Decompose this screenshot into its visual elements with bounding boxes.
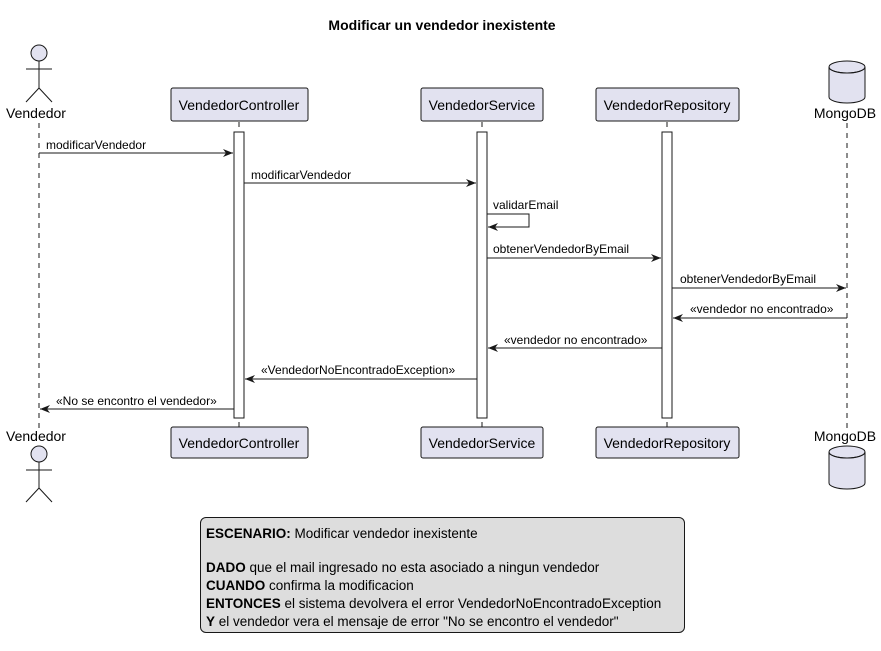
actor-vendedor-top: Vendedor	[6, 44, 66, 121]
messages	[39, 149, 847, 413]
participants-bottom: Vendedor VendedorController VendedorServ…	[6, 426, 876, 503]
note-then-line: ENTONCES el sistema devolvera el error V…	[206, 595, 679, 613]
database-mongodb-bottom: MongoDB	[814, 428, 876, 490]
message-label: «VendedorNoEncontradoException»	[261, 363, 455, 377]
note-scenario-line: ESCENARIO: Modificar vendedor inexistent…	[206, 525, 679, 543]
participant-label: VendedorRepository	[604, 97, 731, 113]
participant-controller-top: VendedorController	[170, 87, 309, 122]
note-text: el sistema devolvera el error VendedorNo…	[280, 596, 662, 611]
participant-service-top: VendedorService	[420, 87, 544, 122]
message-label: modificarVendedor	[46, 138, 146, 152]
message-labels: modificarVendedor modificarVendedor vali…	[46, 138, 834, 408]
message-label: validarEmail	[493, 198, 558, 212]
participant-label: VendedorService	[429, 97, 536, 113]
activation-controller	[233, 131, 245, 419]
note-and-line: Y el vendedor vera el mensaje de error "…	[206, 613, 679, 631]
participant-label: Vendedor	[6, 105, 66, 121]
note-key: ENTONCES	[206, 596, 281, 611]
actor-icon	[30, 44, 48, 62]
message-label: obtenerVendedorByEmail	[493, 242, 629, 256]
activations	[233, 131, 673, 419]
note-key: CUANDO	[206, 578, 266, 593]
database-icon-label: MongoDB	[814, 105, 876, 121]
note-text: confirma la modificacion	[265, 578, 414, 593]
participant-label: VendedorController	[179, 97, 300, 113]
actor-vendedor-bottom: Vendedor	[6, 428, 66, 503]
diagram-title: Modificar un vendedor inexistente	[328, 17, 555, 33]
participant-repository-top: VendedorRepository	[595, 87, 740, 122]
scenario-note: ESCENARIO: Modificar vendedor inexistent…	[200, 517, 685, 633]
participant-label: VendedorService	[429, 435, 536, 451]
participant-label: VendedorRepository	[604, 435, 731, 451]
note-spacer	[206, 543, 679, 559]
note-key: Y	[206, 614, 216, 629]
database-icon-label: MongoDB	[814, 428, 876, 444]
participant-label: VendedorController	[179, 435, 300, 451]
message-label: modificarVendedor	[251, 168, 351, 182]
message-label: «No se encontro el vendedor»	[56, 394, 217, 408]
note-given-line: DADO que el mail ingresado no esta asoci…	[206, 559, 679, 577]
database-mongodb-top: MongoDB	[814, 60, 876, 121]
note-text: que el mail ingresado no esta asociado a…	[245, 560, 600, 575]
activation-service	[476, 131, 488, 419]
participants-top: Vendedor VendedorController VendedorServ…	[6, 44, 876, 122]
message-label: «vendedor no encontrado»	[690, 302, 834, 316]
note-text: el vendedor vera el mensaje de error "No…	[215, 614, 619, 629]
participant-service-bottom: VendedorService	[420, 426, 544, 459]
participant-controller-bottom: VendedorController	[170, 426, 309, 459]
message-label: obtenerVendedorByEmail	[680, 272, 816, 286]
activation-repository	[661, 131, 673, 419]
actor-icon	[30, 445, 48, 463]
note-key: ESCENARIO:	[206, 526, 291, 541]
participant-repository-bottom: VendedorRepository	[595, 426, 740, 459]
note-text: Modificar vendedor inexistente	[290, 526, 478, 541]
message-arrow-self	[487, 213, 530, 231]
message-label: «vendedor no encontrado»	[504, 333, 648, 347]
participant-label: Vendedor	[6, 428, 66, 444]
note-when-line: CUANDO confirma la modificacion	[206, 577, 679, 595]
note-key: DADO	[206, 560, 246, 575]
